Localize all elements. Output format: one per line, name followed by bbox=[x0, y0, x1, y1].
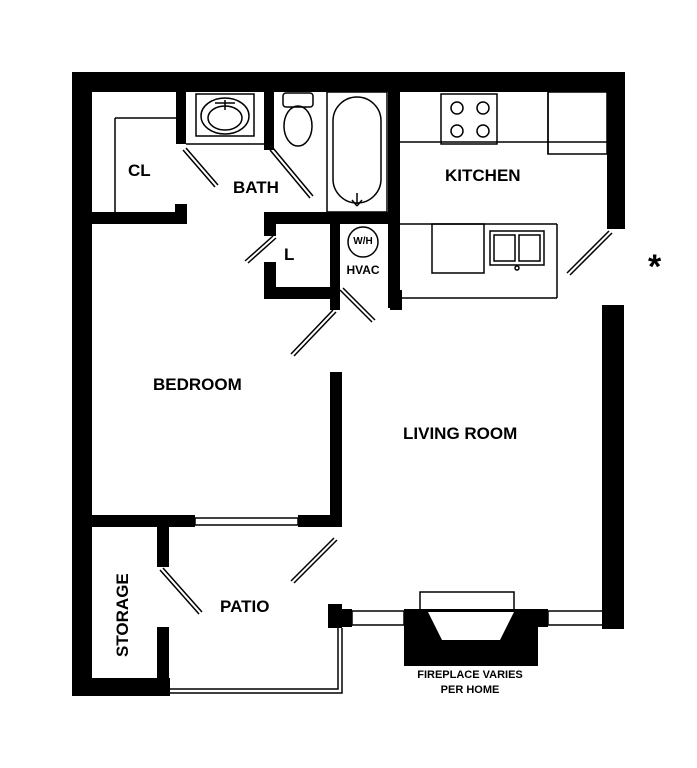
bath-door bbox=[186, 143, 314, 199]
wall-closet-stub bbox=[175, 204, 187, 224]
patio-railing bbox=[170, 628, 343, 694]
kitchen-sink-icon bbox=[489, 230, 545, 271]
laundry-door bbox=[244, 235, 277, 264]
wall-laundry-left bbox=[264, 212, 276, 236]
wall-hvac-left bbox=[330, 224, 340, 310]
wall-fireplace-left bbox=[342, 609, 352, 627]
wall-bath-left bbox=[176, 92, 186, 144]
water-heater-icon bbox=[347, 226, 379, 258]
wall-bath-mid bbox=[264, 92, 274, 150]
storage-door bbox=[159, 567, 203, 615]
patio-railing-inner bbox=[170, 628, 339, 690]
water-heater-label: W/H bbox=[353, 236, 373, 247]
wall-right-upper bbox=[607, 72, 625, 229]
wall-hvac-right-low bbox=[390, 290, 402, 310]
wall-patio-post bbox=[328, 604, 342, 628]
wall-right-lower bbox=[602, 305, 624, 629]
closet-door bbox=[114, 117, 219, 212]
wall-left bbox=[72, 72, 92, 696]
fireplace-body bbox=[404, 609, 538, 666]
fireplace-note-line1: FIREPLACE VARIES bbox=[417, 669, 523, 681]
wall-kitchen-left bbox=[388, 92, 400, 308]
room-label-hvac: HVAC bbox=[346, 263, 380, 277]
fireplace-note-line2: PER HOME bbox=[440, 684, 500, 696]
room-label-living-room: LIVING ROOM bbox=[403, 424, 518, 443]
toilet-icon bbox=[282, 92, 314, 147]
stove-icon bbox=[440, 93, 498, 145]
room-label-storage: STORAGE bbox=[113, 573, 132, 657]
hvac-door bbox=[339, 287, 376, 323]
asterisk-mark: * bbox=[648, 248, 662, 286]
patio-door bbox=[290, 537, 338, 584]
wall-storage-bottom bbox=[157, 627, 169, 696]
room-label-laundry: L bbox=[284, 245, 295, 264]
fixtures bbox=[195, 91, 608, 299]
wall-bedroom-bottom-right bbox=[298, 515, 342, 527]
wall-bedroom-bottom-left bbox=[92, 515, 195, 527]
walls bbox=[72, 72, 625, 696]
fireplace-hearth bbox=[419, 591, 515, 611]
room-label-patio: PATIO bbox=[220, 597, 270, 616]
bedroom-door bbox=[290, 309, 337, 357]
room-label-bath: BATH bbox=[233, 178, 279, 197]
wall-top bbox=[72, 72, 625, 92]
windows bbox=[170, 517, 604, 694]
room-label-bedroom: BEDROOM bbox=[153, 375, 242, 394]
kitchen-counter bbox=[400, 91, 608, 299]
dishwasher-icon bbox=[431, 223, 485, 274]
fireplace bbox=[404, 591, 538, 666]
wall-fireplace-right bbox=[538, 609, 548, 627]
wall-laundry-bottom bbox=[264, 287, 334, 299]
bathtub-icon bbox=[326, 91, 388, 213]
wall-laundry-top bbox=[264, 212, 400, 224]
wall-bedroom-right bbox=[330, 372, 342, 527]
living-window-right bbox=[547, 610, 604, 626]
sink-icon bbox=[195, 93, 255, 137]
room-label-closet: CL bbox=[128, 161, 151, 180]
wall-bottom-left bbox=[72, 678, 170, 696]
wall-storage-top bbox=[157, 527, 169, 567]
room-label-kitchen: KITCHEN bbox=[445, 166, 521, 185]
bedroom-window bbox=[194, 517, 299, 526]
entry-door bbox=[566, 230, 613, 276]
wall-closet-bottom bbox=[92, 212, 187, 224]
doors bbox=[114, 117, 613, 615]
living-window-left bbox=[351, 610, 405, 626]
